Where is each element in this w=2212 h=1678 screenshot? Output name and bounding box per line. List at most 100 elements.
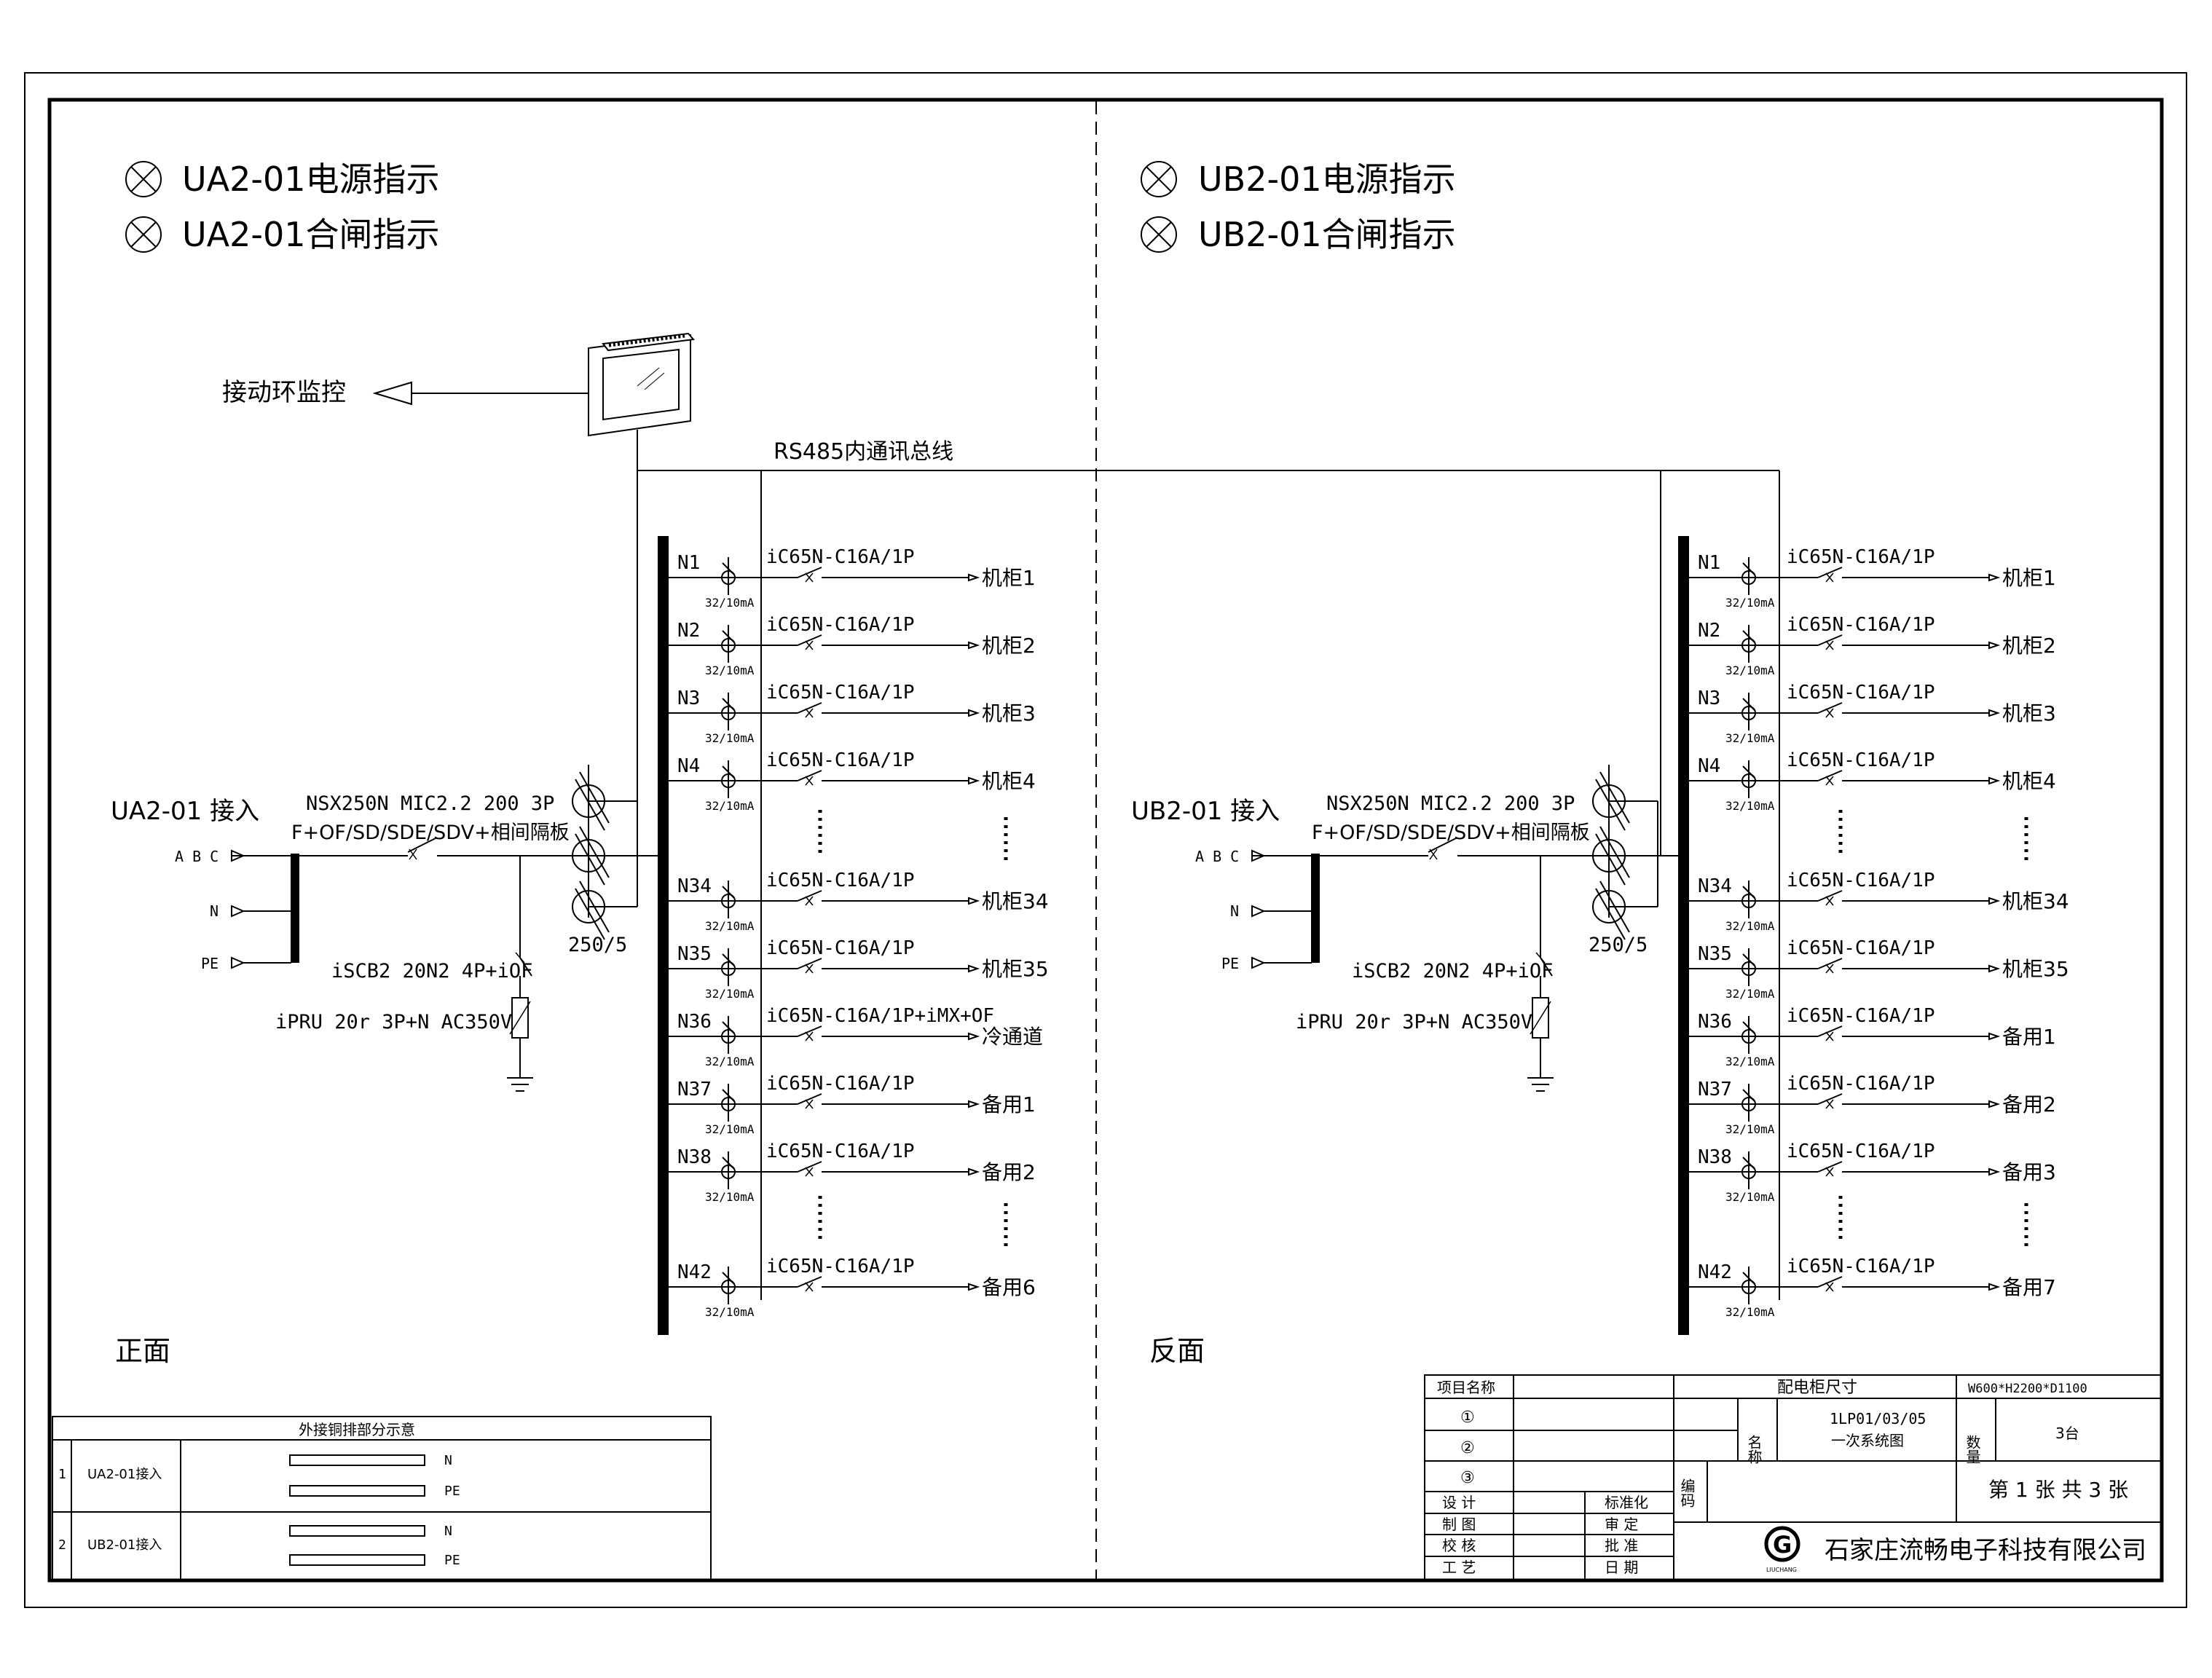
name-label: 名称 [1745,1435,1763,1464]
phase-label: N [210,902,219,920]
branch-load: 机柜4 [982,769,1036,793]
sensor-rating: 32/10mA [1725,1190,1775,1204]
branch-load: 备用2 [2002,1092,2056,1116]
arrow-icon [968,1100,980,1108]
branch-id: N1 [1698,552,1720,574]
spd-breaker-label: iSCB2 20N2 4P+iOF [1352,960,1553,982]
branch-id: N42 [1698,1261,1732,1283]
arrow-icon [1988,1283,2001,1291]
branch-id: N3 [1698,688,1720,709]
company-logo-icon: G LIUCHANG [1764,1526,1800,1573]
branch-id: N38 [677,1146,712,1168]
arrow-icon [968,573,980,582]
branch-breaker: iC65N-C16A/1P [1787,1141,1935,1162]
branch-breaker: iC65N-C16A/1P+iMX+OF [766,1005,994,1027]
branch-load: 机柜4 [2002,769,2056,793]
branch-breaker: iC65N-C16A/1P [766,749,915,771]
svg-text:LIUCHANG: LIUCHANG [1766,1567,1797,1573]
spd-label: iPRU 20r 3P+N AC350V [1296,1011,1532,1033]
branch-load: 机柜3 [982,701,1036,725]
role-label: 标准化 [1605,1494,1648,1511]
front-panel [125,161,1780,1335]
sensor-rating: 32/10mA [1725,1122,1775,1136]
ground-icon [1527,1077,1554,1092]
arrow-icon [968,964,980,973]
phase-label: PE [1221,955,1239,972]
branch-breaker: iC65N-C16A/1P [1787,614,1935,636]
branch-breaker: iC65N-C16A/1P [766,614,915,636]
branch-load: 机柜1 [982,566,1036,590]
name-value: 1LP01/03/05 [1830,1410,1926,1427]
item-number: ② [1460,1439,1475,1457]
branch-load: 机柜34 [982,889,1049,913]
busbar [658,536,669,1335]
phase-label: A B C [175,848,219,865]
branch-breaker: iC65N-C16A/1P [1787,870,1935,891]
branch-load: 备用7 [2002,1275,2056,1299]
branch-breaker: iC65N-C16A/1P [766,1073,915,1095]
branch-id: N37 [1698,1079,1732,1100]
incoming-label: UB2-01 接入 [1131,797,1280,826]
arrow-icon [968,709,980,717]
main-breaker-label: NSX250N MIC2.2 200 3P [306,792,554,815]
role-label: 日 期 [1605,1559,1638,1576]
bar-label: PE [444,1553,460,1568]
role-label: 审 定 [1605,1516,1638,1533]
sensor-rating: 32/10mA [1725,596,1775,610]
main-breaker-accessories: F+OF/SD/SDE/SDV+相间隔板 [291,822,570,844]
phase-label: A B C [1195,848,1239,865]
ground-icon [507,1077,533,1092]
arrow-icon [1988,1167,2001,1176]
sensor-rating: 32/10mA [705,1055,755,1068]
title-block: 项目名称 ① ② ③ 设 计 制 图 校 核 工 艺 标准化 审 定 批 准 日… [1424,1374,2162,1581]
monitor-icon [588,332,695,437]
branch-id: N42 [677,1261,712,1283]
arrow-icon [968,1283,980,1291]
sensor-rating: 32/10mA [705,731,755,745]
row-name: UA2-01接入 [87,1467,162,1482]
arrow-icon [1988,1100,2001,1108]
row-number: 1 [58,1467,66,1482]
main-breaker-label: NSX250N MIC2.2 200 3P [1326,792,1575,815]
branch-load: 备用6 [982,1275,1036,1299]
ct-label: 250/5 [1589,934,1648,956]
arrow-icon [1988,1032,2001,1041]
branch-breaker: iC65N-C16A/1P [1787,749,1935,771]
branch-id: N1 [677,552,700,574]
inner-frame [47,98,2164,1583]
bar-label: PE [444,1484,460,1499]
svg-text:G: G [1773,1531,1792,1559]
arrow-icon [968,1032,980,1041]
project-label: 项目名称 [1437,1379,1495,1396]
role-label: 设 计 [1442,1494,1476,1511]
indicator-label: UA2-01电源指示 [182,159,440,199]
branch-load: 机柜1 [2002,566,2056,590]
branch-id: N38 [1698,1146,1732,1168]
row-name: UB2-01接入 [87,1537,162,1553]
branch-breaker: iC65N-C16A/1P [1787,1256,1935,1277]
sheet-info: 第 1 张 共 3 张 [1988,1478,2128,1502]
item-number: ③ [1460,1469,1475,1487]
sensor-rating: 32/10mA [705,987,755,1001]
copper-bar [289,1554,425,1566]
arrow-left-icon [372,381,412,406]
arrow-icon [968,641,980,650]
lamp-icon [125,216,162,253]
incoming-label: UA2-01 接入 [111,797,259,826]
branch-load: 冷通道 [982,1025,1043,1049]
branch-id: N2 [1698,620,1720,642]
lamp-icon [125,161,162,197]
